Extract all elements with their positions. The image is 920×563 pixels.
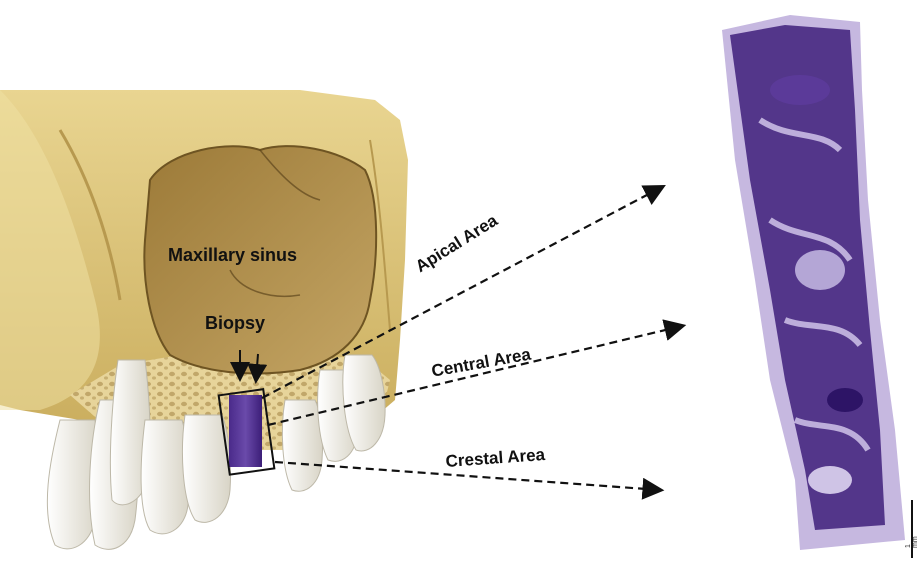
scale-bar-label: 1 mm — [905, 533, 919, 548]
histology-specimen — [722, 15, 905, 550]
biopsy-core — [229, 395, 262, 467]
maxillary-sinus-label: Maxillary sinus — [168, 245, 297, 266]
biopsy-label: Biopsy — [205, 313, 265, 334]
